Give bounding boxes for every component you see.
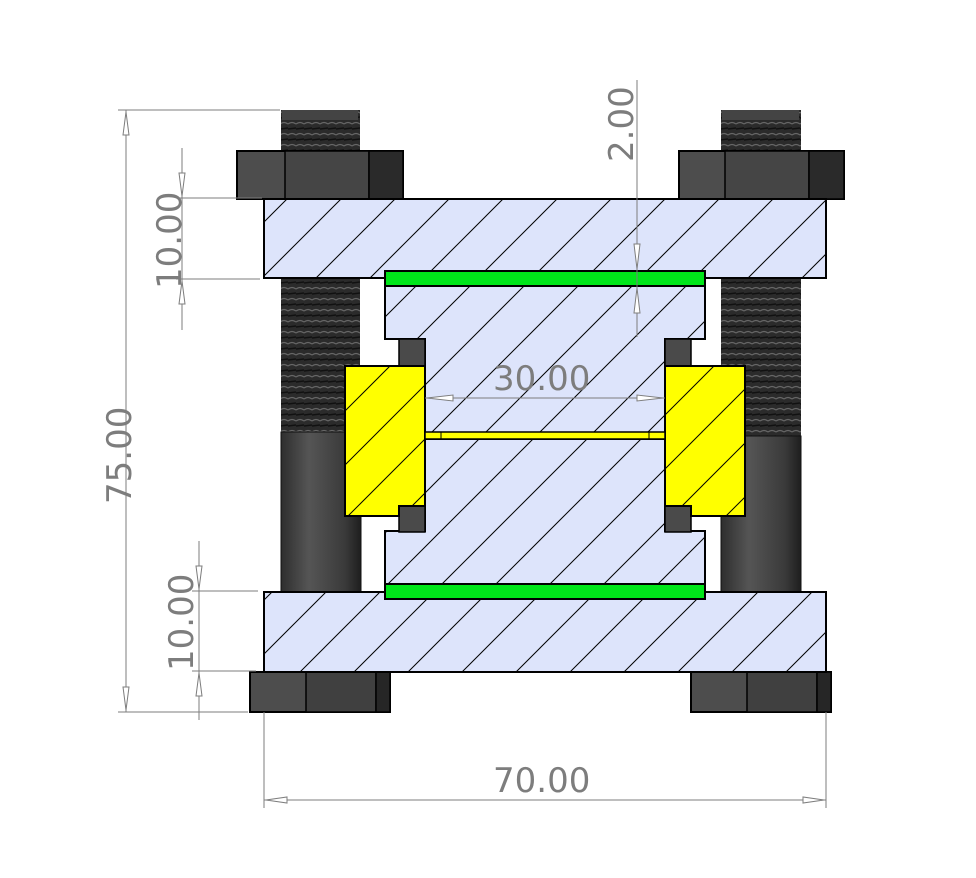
bottom-plate	[263, 591, 827, 673]
specimen	[344, 365, 746, 517]
bottom-right-nut	[690, 671, 832, 713]
top-plate	[263, 198, 827, 279]
dim-overall-height: 75.00	[100, 407, 140, 504]
dim-overall-width: 70.00	[493, 761, 590, 801]
bottom-left-nut	[249, 671, 391, 713]
dim-gap-width: 30.00	[493, 359, 590, 399]
dim-bottom-plate-thickness: 10.00	[162, 574, 202, 671]
top-gasket	[384, 270, 706, 287]
spacers	[398, 338, 692, 533]
dim-gasket-offset: 2.00	[602, 86, 642, 162]
upper-grip-block	[384, 270, 706, 434]
lower-grip-block	[384, 438, 706, 600]
dim-top-plate-thickness: 10.00	[150, 192, 190, 289]
specimen-gauge	[424, 431, 666, 440]
dimensions	[118, 80, 827, 808]
top-left-nut	[236, 150, 404, 200]
top-right-nut	[678, 150, 845, 200]
bottom-gasket	[384, 583, 706, 600]
